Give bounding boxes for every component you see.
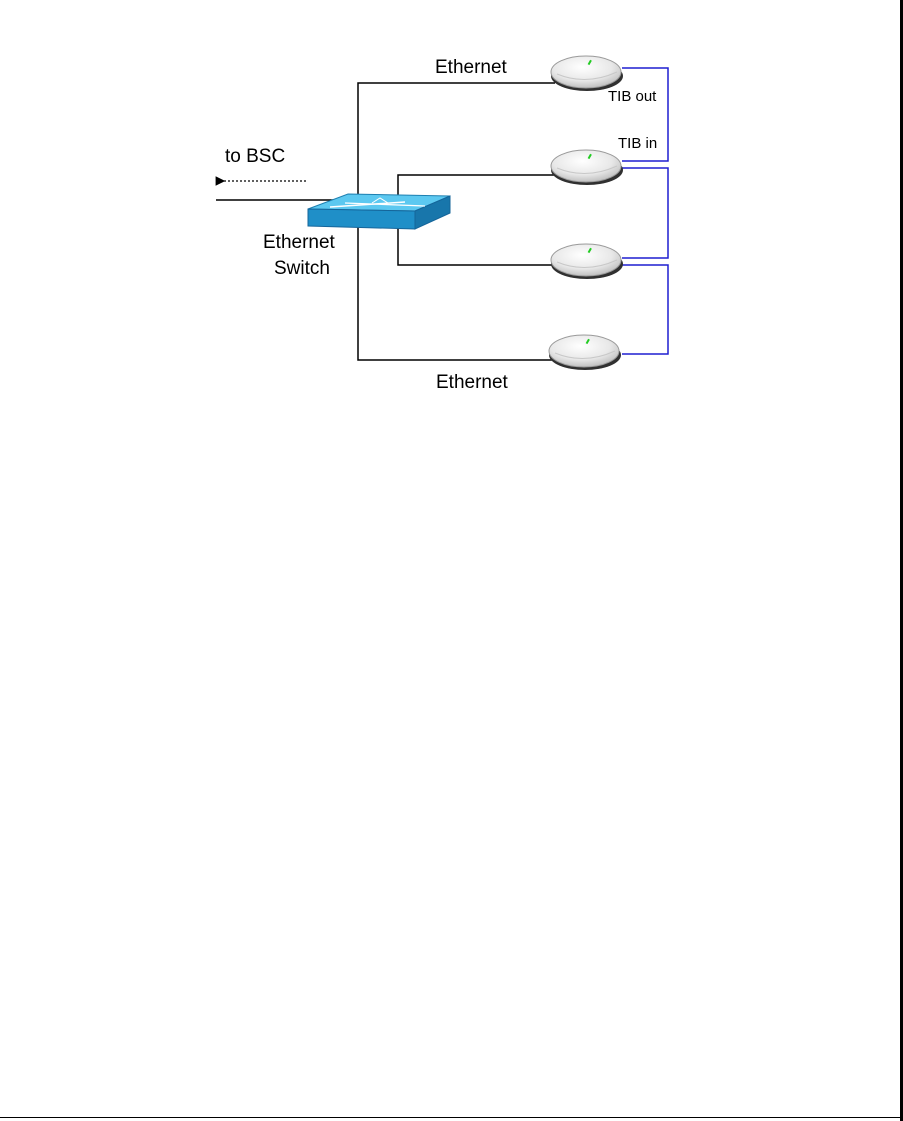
ethernet-label-top: Ethernet [435,57,508,78]
radio-node-icon [551,244,623,279]
radio-node-icon [551,56,623,91]
footer-rule [0,1117,903,1118]
switch-label-line2: Switch [274,258,330,279]
ethernet-cable-1 [358,83,555,200]
radio-node-icon [551,150,623,185]
tib-in-label: TIB in [618,135,657,152]
switch-label-line1: Ethernet [263,232,336,253]
ethernet-cable-4 [358,225,555,360]
to-bsc-label: to BSC [225,146,285,167]
tib-out-label: TIB out [608,88,657,105]
radio-node-icon [549,335,621,370]
ethernet-label-bottom: Ethernet [436,372,509,393]
tib-chain [622,68,668,354]
